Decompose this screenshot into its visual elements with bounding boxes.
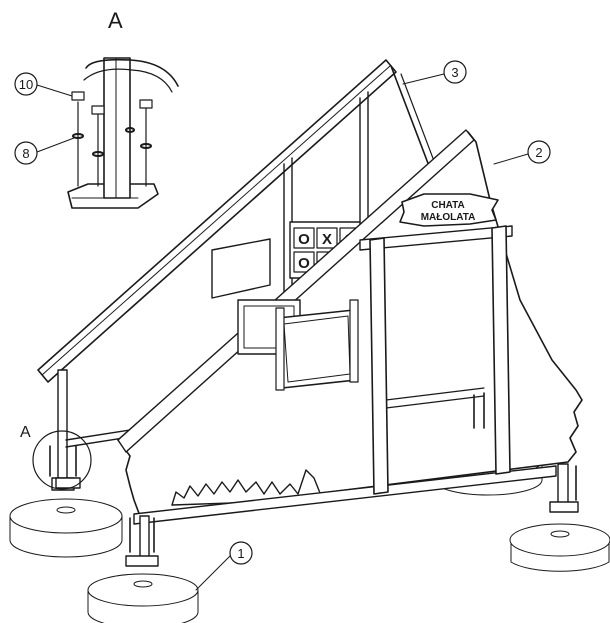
ttt-r1c1: O [298, 231, 310, 248]
ttt-r2c1: O [298, 255, 310, 272]
sign-line-2: MAŁOLATA [421, 212, 476, 223]
concrete-weight-left [9, 498, 123, 558]
callout-3: 3 [402, 60, 467, 85]
detail-title-a: A [108, 8, 123, 33]
front-posts [125, 225, 579, 567]
callout-1: 1 [195, 541, 253, 591]
callout-1-label: 1 [237, 546, 244, 561]
callout-8-label: 8 [22, 146, 29, 161]
ttt-r1c2: X [322, 231, 332, 248]
concrete-weight-front [87, 573, 199, 623]
sign-line-1: CHATA [431, 200, 465, 211]
sign-board: CHATA MAŁOLATA [399, 193, 499, 227]
callout-10-label: 10 [19, 77, 33, 92]
callout-2-label: 2 [535, 145, 542, 160]
callout-2: 2 [493, 140, 551, 165]
concrete-weight-right [509, 523, 610, 572]
callout-3-label: 3 [451, 65, 458, 80]
detail-marker-a: A [20, 424, 31, 441]
front-panel-2 [117, 129, 583, 525]
detail-circle-a: A [20, 424, 92, 490]
detail-a-inset: A 10 8 [14, 8, 179, 209]
